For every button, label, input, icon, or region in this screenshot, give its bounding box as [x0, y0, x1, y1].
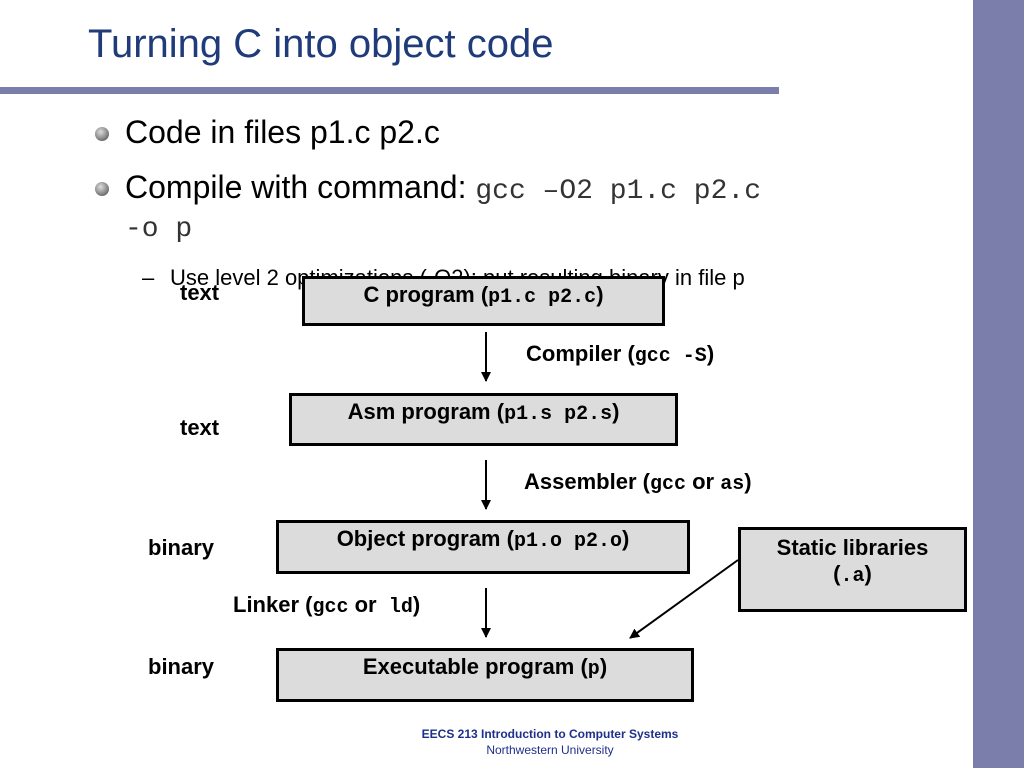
- bullet-text: Code in files p1.c p2.c: [125, 114, 440, 150]
- side-label-text-1: text: [180, 280, 220, 305]
- box-code: p: [587, 658, 600, 681]
- edge-code: gcc: [649, 473, 686, 496]
- slide-title: Turning C into object code: [88, 22, 554, 66]
- box-code: p1.o p2.o: [513, 530, 622, 553]
- box-close: ): [621, 526, 630, 551]
- command-line-1: gcc –O2 p1.c p2.c: [475, 176, 761, 207]
- box-code-line: (.a): [741, 561, 964, 590]
- edge-code: as: [720, 473, 745, 496]
- box-label: Static libraries: [776, 535, 929, 560]
- side-label-binary-1: binary: [148, 535, 215, 560]
- c-program-box: C program (p1.c p2.c): [302, 276, 665, 326]
- edge-code: gcc: [312, 596, 349, 619]
- right-accent-bar: [973, 0, 1024, 768]
- box-code: p1.s p2.s: [504, 403, 613, 426]
- assembler-label: Assembler (gcc or as): [524, 469, 752, 496]
- edge-close: ): [706, 341, 715, 366]
- asm-program-box: Asm program (p1.s p2.s): [289, 393, 678, 446]
- command-line-2: -o p: [125, 214, 193, 245]
- edge-or: or: [685, 469, 721, 494]
- side-label-binary-2: binary: [148, 654, 215, 679]
- box-code: p1.c p2.c: [488, 286, 597, 309]
- box-code: .a: [840, 565, 865, 588]
- bullet-text: Compile with command:: [125, 169, 476, 205]
- bullet-dot-icon: [95, 127, 109, 141]
- box-label: C program (: [363, 282, 489, 307]
- arrow-libraries-to-executable: [629, 559, 739, 639]
- bullet-code-files: Code in files p1.c p2.c: [125, 114, 440, 151]
- title-underline: [0, 87, 779, 94]
- box-close: ): [596, 282, 604, 307]
- linker-label: Linker (gcc or ld): [233, 592, 420, 619]
- box-label: Asm program (: [347, 399, 505, 424]
- edge-close: ): [744, 469, 752, 494]
- box-open: (: [833, 561, 841, 586]
- compiler-label: Compiler (gcc -S): [526, 341, 714, 368]
- executable-program-box: Executable program (p): [276, 648, 694, 702]
- box-label: Object program (: [336, 526, 514, 551]
- bullet-dot-icon: [95, 182, 109, 196]
- edge-close: ): [412, 592, 421, 617]
- edge-label: Compiler (: [526, 341, 635, 366]
- sub-bullet-dash: –: [142, 265, 155, 290]
- box-label: Executable program (: [362, 654, 588, 679]
- box-close: ): [864, 561, 872, 586]
- footer-course: EECS 213 Introduction to Computer System…: [421, 727, 679, 741]
- edge-label: Linker (: [233, 592, 313, 617]
- edge-code: gcc -S: [634, 345, 707, 368]
- box-close: ): [612, 399, 620, 424]
- bullet-compile-command: Compile with command: gcc –O2 p1.c p2.c: [125, 169, 761, 207]
- object-program-box: Object program (p1.o p2.o): [276, 520, 690, 574]
- edge-label: Assembler (: [524, 469, 650, 494]
- edge-code: ld: [388, 596, 413, 619]
- static-libraries-box: Static libraries (.a): [738, 527, 967, 612]
- side-label-text-2: text: [180, 415, 220, 440]
- edge-or: or: [348, 592, 389, 617]
- footer-university: Northwestern University: [486, 743, 614, 757]
- box-close: ): [599, 654, 608, 679]
